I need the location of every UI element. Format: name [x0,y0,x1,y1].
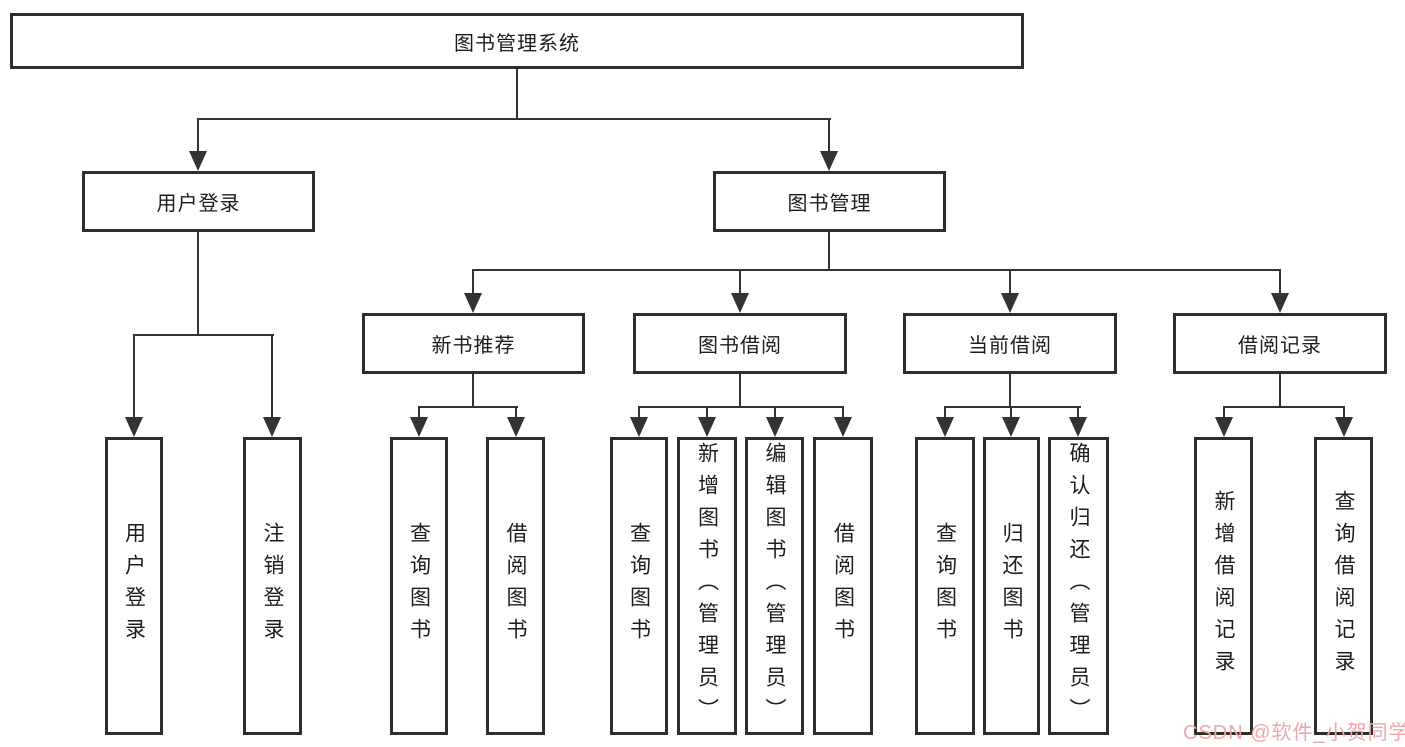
connector-line [418,406,518,408]
leaf-borrow-books-recommend: 借阅图书 [486,437,545,735]
arrow-down-icon [936,417,954,437]
leaf-query-books-borrowing-label: 查询图书 [627,522,651,650]
connector-line [706,406,708,420]
connector-line [133,334,135,420]
leaf-confirm-return-admin: 确认归还（管理员） [1048,437,1109,735]
leaf-add-borrow-record-label: 新增借阅记录 [1212,490,1235,682]
connector-line [472,269,1281,271]
leaf-borrow-books: 借阅图书 [813,437,873,735]
connector-line [1343,406,1345,420]
node-current-borrowing: 当前借阅 [903,313,1117,374]
leaf-logout: 注销登录 [243,437,302,735]
arrow-down-icon [1002,417,1020,437]
connector-line [472,374,474,408]
connector-line [944,406,1081,408]
node-book-borrowing: 图书借阅 [633,313,847,374]
connector-line [638,406,640,420]
node-user-login: 用户登录 [82,171,315,232]
node-book-borrowing-label: 图书借阅 [698,335,782,357]
node-new-book-recommend-label: 新书推荐 [431,335,516,357]
connector-line [638,406,844,408]
node-book-management-label: 图书管理 [787,193,872,215]
connector-line [515,406,517,420]
leaf-query-books-current-label: 查询图书 [933,522,957,650]
leaf-query-borrow-record-label: 查询借阅记录 [1332,490,1355,682]
leaf-query-books-borrowing: 查询图书 [610,437,668,735]
connector-line [1279,374,1281,408]
connector-line [739,374,741,408]
arrow-down-icon [766,417,784,437]
arrow-down-icon [1215,417,1233,437]
node-book-management: 图书管理 [713,171,946,232]
arrow-down-icon [263,417,281,437]
connector-line [133,334,274,336]
connector-line [739,269,741,297]
connector-line [828,118,830,154]
node-user-login-label: 用户登录 [156,193,241,215]
leaf-query-books-current: 查询图书 [915,437,975,735]
connector-line [828,232,830,271]
leaf-query-books-recommend-label: 查询图书 [407,522,431,650]
arrow-down-icon [1271,293,1289,313]
arrow-down-icon [630,417,648,437]
leaf-add-borrow-record: 新增借阅记录 [1194,437,1253,735]
arrow-down-icon [731,293,749,313]
leaf-edit-book-admin-label: 编辑图书（管理员） [763,442,786,730]
leaf-confirm-return-admin-label: 确认归还（管理员） [1067,442,1090,730]
arrow-down-icon [189,151,207,171]
leaf-logout-label: 注销登录 [261,522,284,650]
arrow-down-icon [1001,293,1019,313]
leaf-add-book-admin: 新增图书（管理员） [677,437,737,735]
leaf-add-book-admin-label: 新增图书（管理员） [695,442,719,730]
leaf-user-login-label: 用户登录 [122,522,146,650]
leaf-borrow-books-recommend-label: 借阅图书 [504,522,527,650]
connector-line [197,118,199,154]
connector-line [774,406,776,420]
connector-line [1077,406,1079,420]
leaf-borrow-books-label: 借阅图书 [831,522,855,650]
connector-line [1009,374,1011,408]
csdn-watermark: CSDN @软件_小贺同学 [1183,722,1405,744]
connector-line [1279,269,1281,297]
arrow-down-icon [507,417,525,437]
arrow-down-icon [125,417,143,437]
connector-line [1223,406,1225,420]
arrow-down-icon [410,417,428,437]
arrow-down-icon [820,151,838,171]
connector-line [472,269,474,297]
arrow-down-icon [464,293,482,313]
connector-line [418,406,420,420]
arrow-down-icon [698,417,716,437]
arrow-down-icon [1069,417,1087,437]
connector-line [197,232,199,336]
node-library-system: 图书管理系统 [10,13,1024,69]
connector-line [271,334,273,420]
connector-line [842,406,844,420]
arrow-down-icon [1335,417,1353,437]
node-current-borrowing-label: 当前借阅 [968,335,1052,357]
connector-line [516,69,518,120]
leaf-return-books: 归还图书 [983,437,1040,735]
node-borrowing-records: 借阅记录 [1173,313,1387,374]
connector-line [197,118,831,120]
connector-line [1009,269,1011,297]
node-borrowing-records-label: 借阅记录 [1238,335,1322,357]
leaf-user-login: 用户登录 [105,437,163,735]
leaf-query-borrow-record: 查询借阅记录 [1314,437,1373,735]
connector-line [1010,406,1012,420]
node-new-book-recommend: 新书推荐 [362,313,585,374]
node-library-system-label: 图书管理系统 [454,32,580,55]
leaf-edit-book-admin: 编辑图书（管理员） [745,437,804,735]
leaf-query-books-recommend: 查询图书 [390,437,448,735]
leaf-return-books-label: 归还图书 [1000,522,1023,650]
connector-line [1223,406,1345,408]
connector-line [944,406,946,420]
arrow-down-icon [834,417,852,437]
